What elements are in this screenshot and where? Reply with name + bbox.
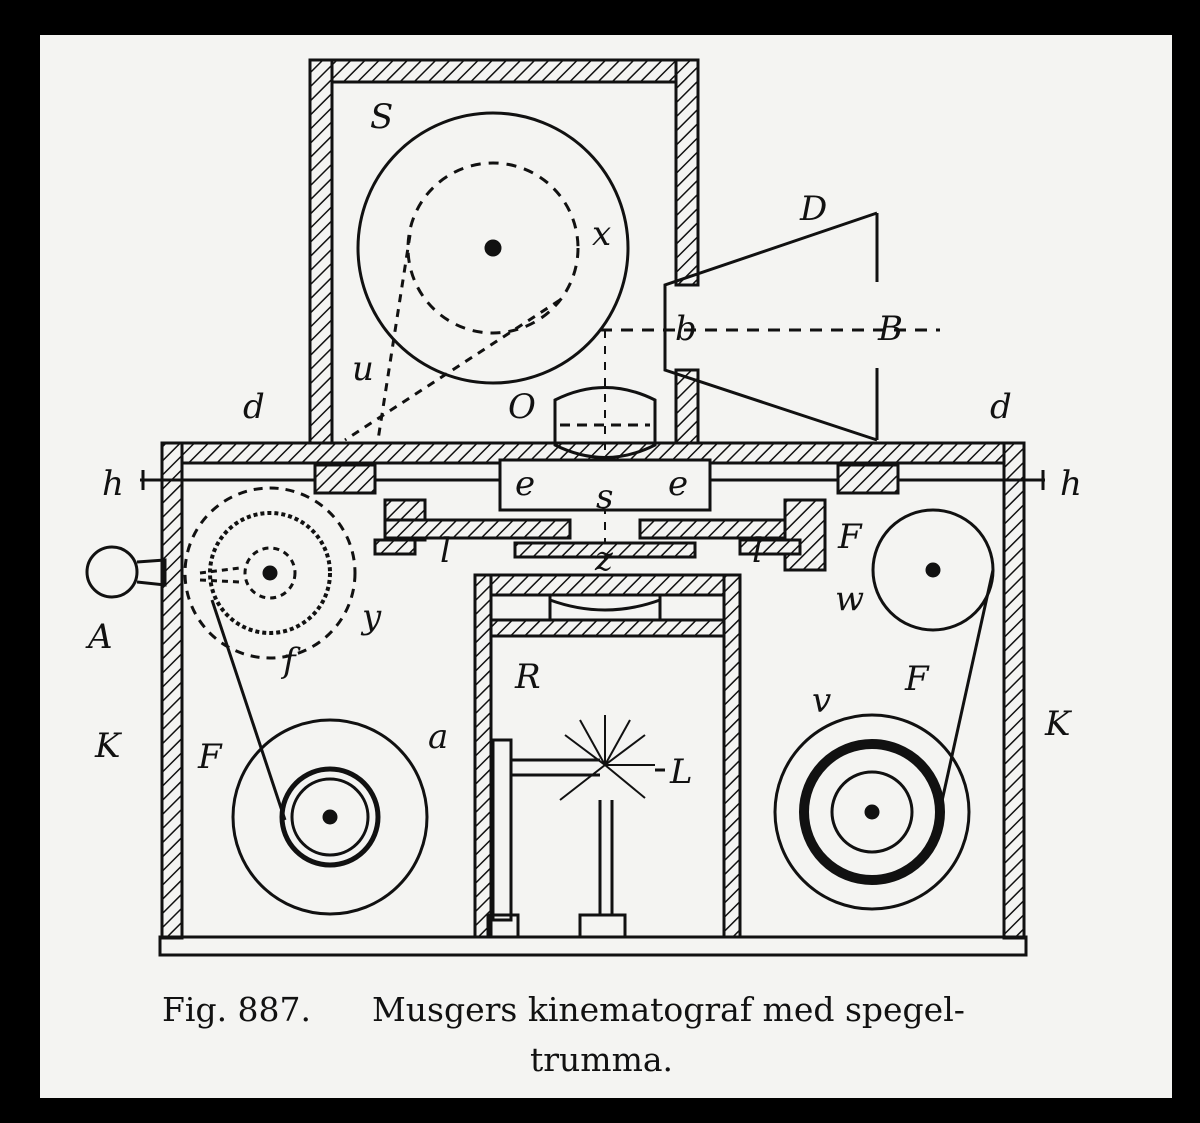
main-housing	[158, 441, 1028, 957]
objective-cone	[663, 211, 879, 442]
label-a-reel: a	[428, 717, 448, 757]
roller-w	[871, 508, 995, 811]
label-b-small: b	[675, 309, 697, 349]
label-s: S	[370, 97, 393, 137]
label-e-left: e	[515, 464, 535, 504]
label-h-right: h	[1060, 464, 1082, 504]
label-u: u	[352, 349, 374, 389]
label-r: R	[514, 657, 541, 697]
label-f-sprocket: f	[280, 641, 301, 681]
label-l-lamp: L	[669, 752, 693, 792]
label-x: x	[592, 214, 611, 254]
label-b: B	[877, 309, 903, 349]
slide-background	[40, 35, 1172, 1098]
label-y: y	[360, 597, 382, 637]
arc-lamp	[486, 715, 665, 939]
lens-o	[553, 386, 657, 459]
lamp-house	[473, 573, 742, 939]
label-l-left: l	[440, 531, 451, 571]
label-e-right: e	[668, 464, 688, 504]
label-h-left: h	[102, 464, 124, 504]
label-f-gate: F	[837, 517, 863, 557]
label-o: O	[508, 387, 536, 427]
label-z: z	[594, 539, 614, 579]
reel-v	[773, 713, 971, 911]
caption-line-1: Musgers kinematograf med spegel-	[372, 990, 965, 1029]
caption-figure-number: Fig. 887.	[162, 990, 312, 1029]
crank-a	[85, 545, 167, 599]
label-a-crank: A	[85, 617, 113, 657]
label-w: w	[835, 579, 864, 619]
label-k-right: K	[1044, 704, 1073, 744]
label-d-right: d	[990, 387, 1012, 427]
caption-line-2: trumma.	[530, 1040, 674, 1079]
label-v: v	[812, 681, 831, 721]
part-labels: S x D b B u O d d h h e e s F l l z A y …	[85, 97, 1082, 792]
upper-housing	[308, 58, 700, 447]
sprocket-wheel	[183, 486, 357, 660]
shaft-h	[140, 458, 1045, 512]
label-d-left: d	[243, 387, 265, 427]
label-d-objective: D	[799, 189, 827, 229]
label-f-film-left: F	[197, 737, 223, 777]
reel-a	[210, 599, 429, 916]
film-gate	[373, 498, 827, 572]
label-l-right: l	[752, 531, 763, 571]
mirror-drum	[344, 111, 940, 560]
label-f-film-right: F	[904, 659, 930, 699]
label-s-small: s	[596, 477, 613, 517]
label-k-left: K	[94, 726, 123, 766]
